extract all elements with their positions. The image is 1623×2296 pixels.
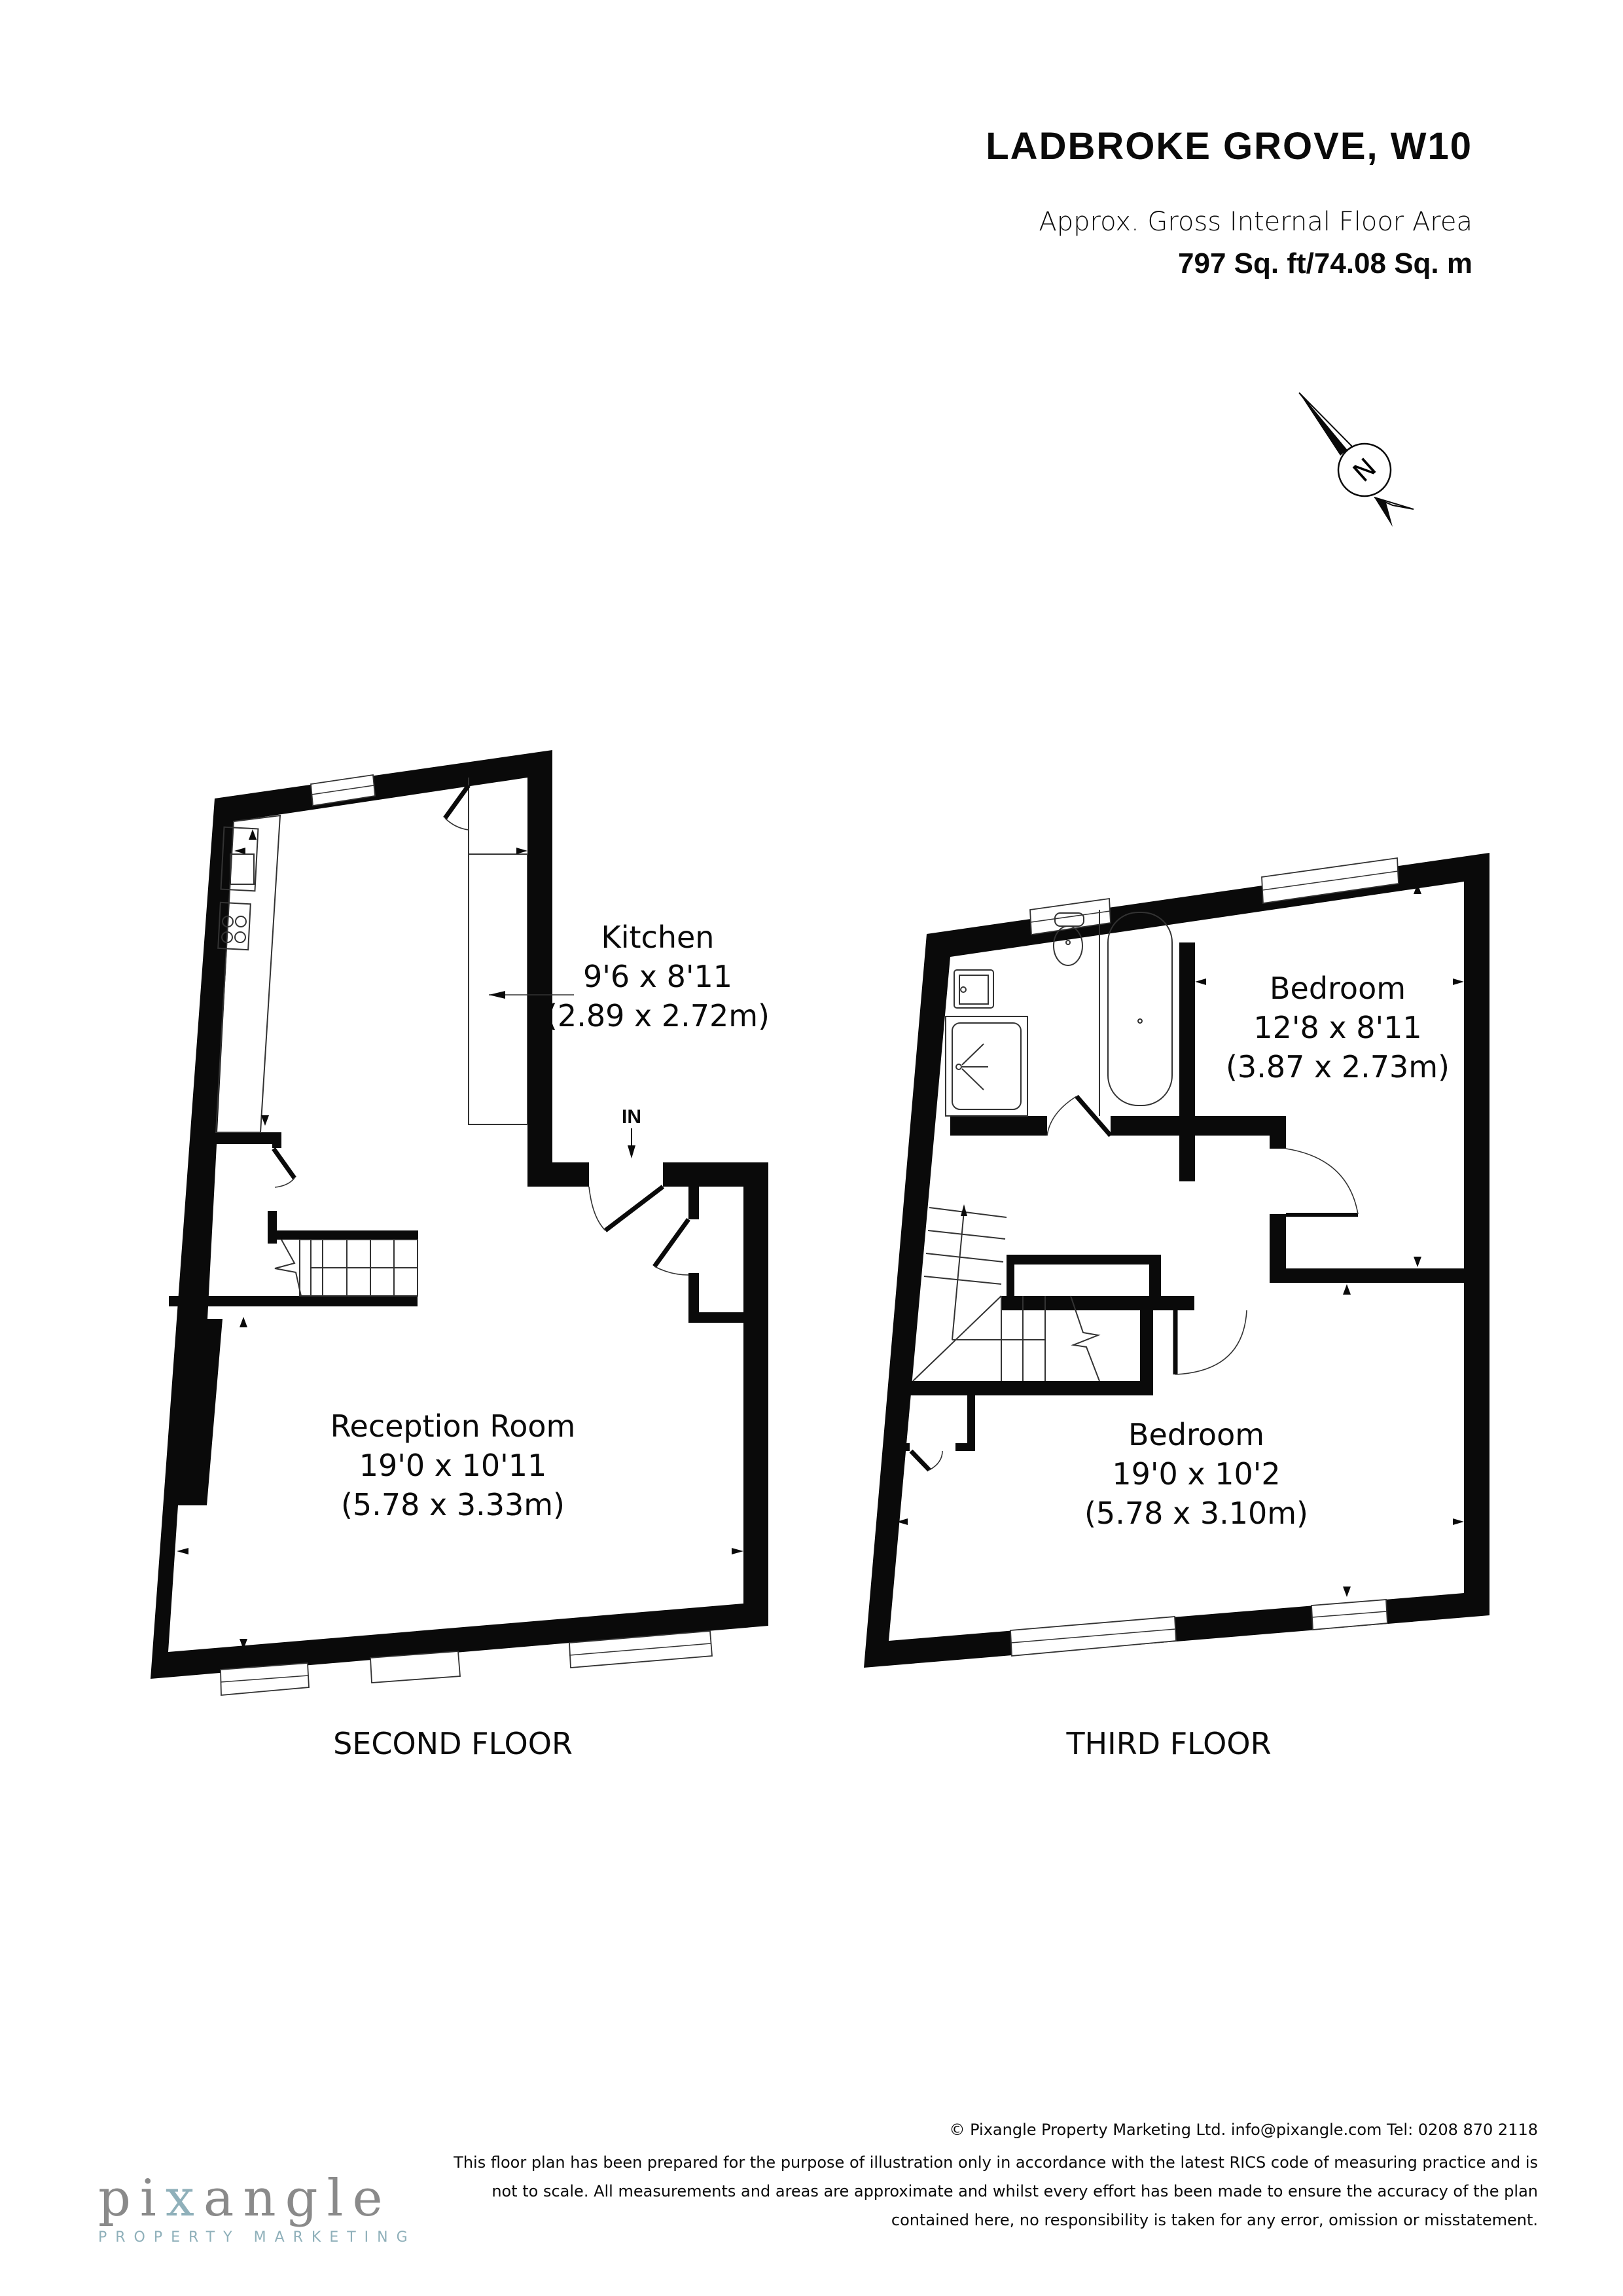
floor-label: SECOND FLOOR xyxy=(333,1726,573,1761)
room-name: Reception Room xyxy=(330,1408,576,1444)
logo-wordmark: pixangle xyxy=(98,2169,392,2228)
staircase xyxy=(274,1239,418,1297)
door xyxy=(443,783,471,820)
room-name: Bedroom xyxy=(1128,1417,1264,1452)
room-name: Bedroom xyxy=(1270,971,1406,1006)
room-dimensions-imperial: 12'8 x 8'11 xyxy=(1253,1010,1421,1045)
sink-icon xyxy=(220,826,259,892)
hob-icon xyxy=(217,901,251,951)
disclaimer-line: not to scale. All measurements and areas… xyxy=(491,2182,1538,2200)
kitchen-worktop xyxy=(215,814,281,1133)
room-dimensions-imperial: 19'0 x 10'11 xyxy=(359,1448,547,1483)
room-dimensions-metric: (3.87 x 2.73m) xyxy=(1226,1049,1450,1085)
kitchen-units xyxy=(468,853,528,1125)
copyright-line: © Pixangle Property Marketing Ltd. info@… xyxy=(949,2121,1538,2139)
disclaimer-line: This floor plan has been prepared for th… xyxy=(454,2153,1538,2172)
shower-tray-icon xyxy=(945,1016,1028,1117)
pixangle-logo: pixangle PROPERTY MARKETING xyxy=(98,2173,416,2246)
basin-icon xyxy=(954,969,994,1009)
bath-icon xyxy=(1099,910,1173,1116)
window xyxy=(370,1651,461,1683)
property-header: LADBROKE GROVE, W10 Approx. Gross Intern… xyxy=(986,128,1472,278)
footer: © Pixangle Property Marketing Ltd. info@… xyxy=(454,2115,1538,2234)
compass-north-icon: N xyxy=(1298,392,1414,527)
logo-x-mark: x xyxy=(165,2169,204,2228)
cupboard-door xyxy=(909,1449,931,1472)
room-dimensions-metric: (5.78 x 3.33m) xyxy=(341,1487,565,1522)
staircase xyxy=(912,1204,1101,1382)
logo-tagline: PROPERTY MARKETING xyxy=(98,2229,416,2246)
room-dimensions-metric: (5.78 x 3.10m) xyxy=(1084,1496,1308,1531)
area-caption: Approx. Gross Internal Floor Area xyxy=(1039,207,1472,237)
room-dimensions-imperial: 19'0 x 10'2 xyxy=(1112,1456,1280,1492)
entrance-door xyxy=(603,1185,665,1232)
property-title: LADBROKE GROVE, W10 xyxy=(986,125,1472,168)
cupboard-door xyxy=(652,1217,690,1268)
floor-label: THIRD FLOOR xyxy=(1065,1726,1271,1761)
room-dimensions-imperial: 9'6 x 8'11 xyxy=(583,959,732,994)
disclaimer-line: contained here, no responsibility is tak… xyxy=(891,2211,1538,2229)
entrance-label: IN xyxy=(622,1106,641,1128)
toilet-icon xyxy=(1053,912,1084,966)
floor-area-value: 797 Sq. ft/74.08 Sq. m xyxy=(1178,247,1472,279)
second-floor-walls xyxy=(151,750,768,1679)
bathroom-door xyxy=(1075,1094,1113,1138)
door xyxy=(272,1147,296,1180)
room-name: Kitchen xyxy=(601,920,715,955)
second-floor-plan: IN Kitchen 9'6 x 8'11 (2.89 x 2.72m) Rec… xyxy=(151,750,770,1761)
room-dimensions-metric: (2.89 x 2.72m) xyxy=(546,998,770,1033)
third-floor-plan: Bedroom 12'8 x 8'11 (3.87 x 2.73m) Bedro… xyxy=(864,853,1489,1761)
